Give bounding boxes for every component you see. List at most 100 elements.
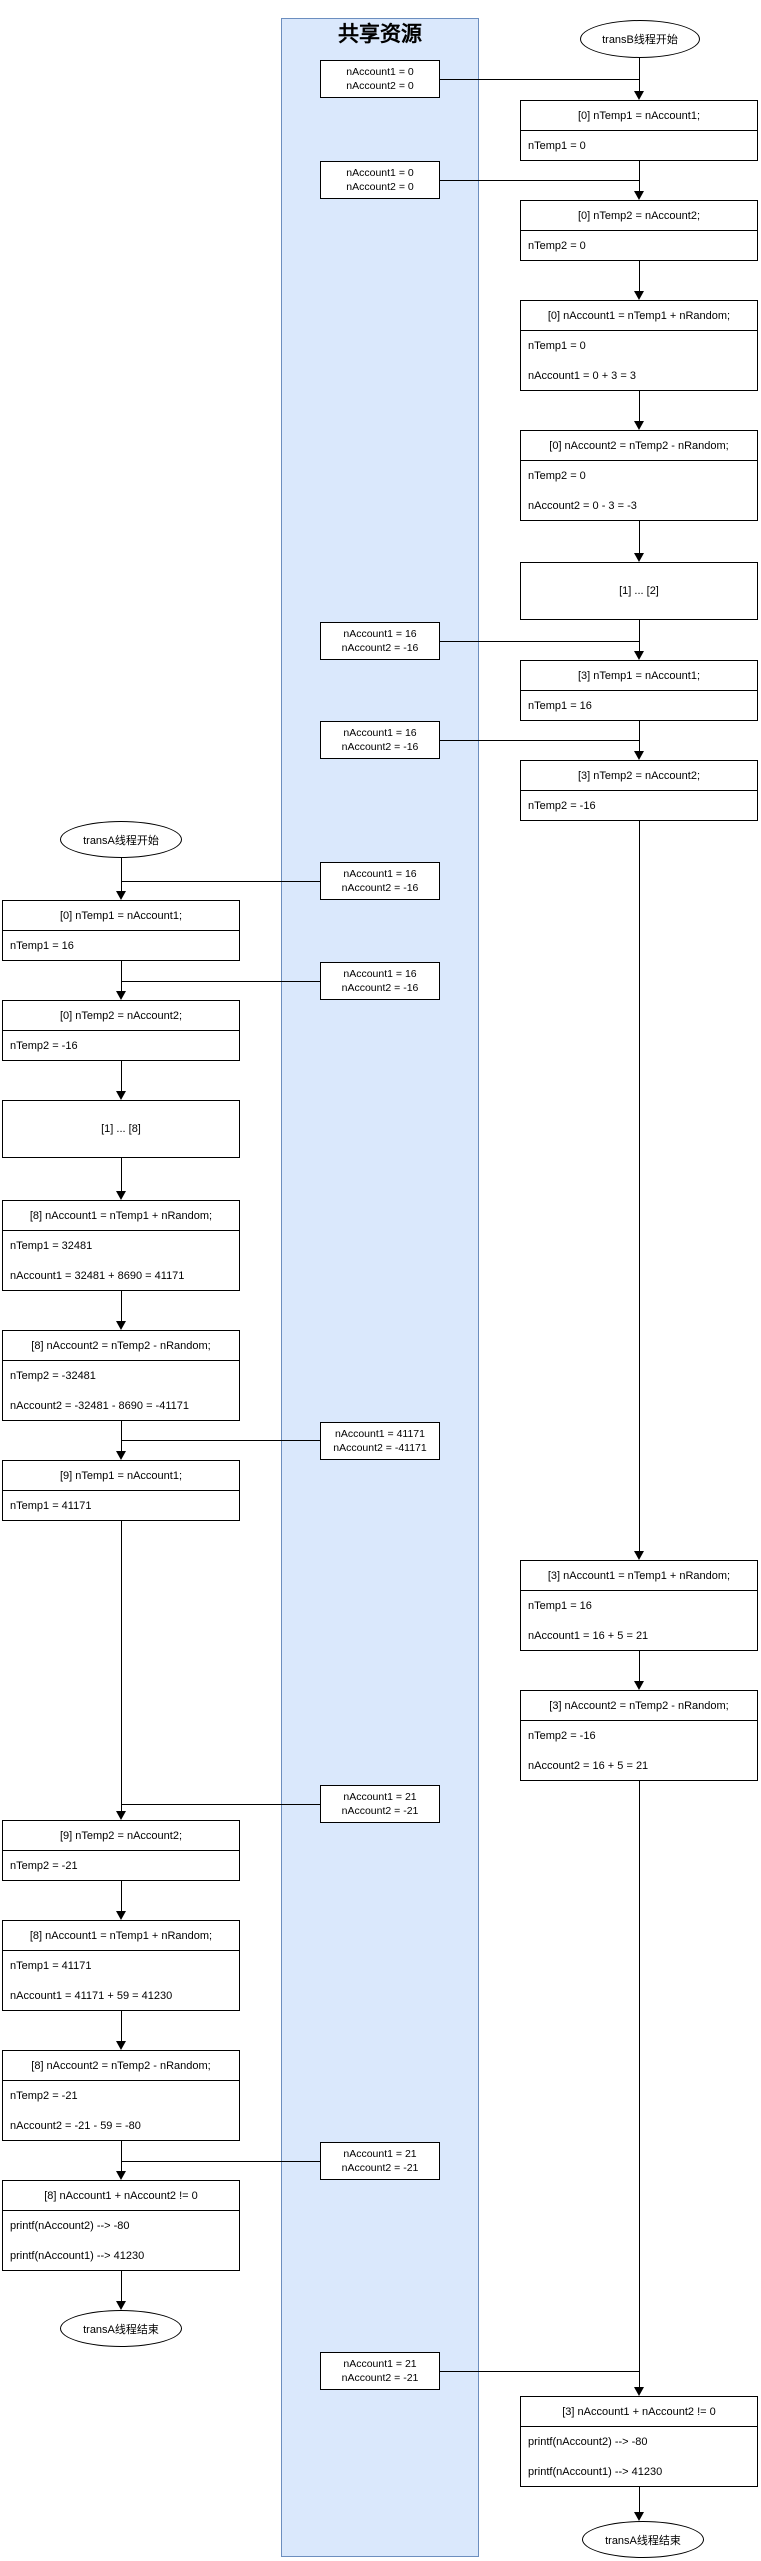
link-line <box>121 1440 320 1441</box>
step-title: [8] nAccount2 = nTemp2 - nRandom; <box>3 1331 239 1361</box>
step-value: nAccount1 = 41171 + 59 = 41230 <box>10 1990 173 2002</box>
flow-line <box>121 1158 122 1191</box>
flow-line <box>639 1651 640 1681</box>
link-line <box>440 641 640 642</box>
arrow-down-icon <box>116 2171 126 2180</box>
thread-b-step-5: [1] ... [2] <box>520 562 758 620</box>
thread-b-step-9: [3] nAccount2 = nTemp2 - nRandom; nTemp2… <box>520 1690 758 1781</box>
shared-snapshot-5: nAccount1 = 16 nAccount2 = -16 <box>320 862 440 900</box>
arrow-down-icon <box>116 1911 126 1920</box>
arrow-down-icon <box>634 191 644 200</box>
step-value: nAccount1 = 16 + 5 = 21 <box>528 1630 649 1642</box>
shared-snapshot-10: nAccount1 = 21 nAccount2 = -21 <box>320 2352 440 2390</box>
step-value: nAccount2 = 0 - 3 = -3 <box>528 500 637 512</box>
arrow-down-icon <box>116 891 126 900</box>
snapshot-line: nAccount1 = 41171 <box>334 1428 425 1440</box>
thread-a-step-6: [9] nTemp1 = nAccount1; nTemp1 = 41171 <box>2 1460 240 1521</box>
snapshot-line: nAccount2 = -16 <box>341 642 419 654</box>
step-value: nAccount2 = -21 - 59 = -80 <box>10 2120 141 2132</box>
step-value: nTemp2 = 0 <box>528 470 586 482</box>
arrow-down-icon <box>634 2387 644 2396</box>
flow-line <box>639 161 640 191</box>
arrow-down-icon <box>116 991 126 1000</box>
flow-line <box>639 261 640 291</box>
step-title: [0] nTemp1 = nAccount1; <box>521 101 757 131</box>
flow-line <box>639 58 640 91</box>
thread-b-step-6: [3] nTemp1 = nAccount1; nTemp1 = 16 <box>520 660 758 721</box>
flow-line <box>639 720 640 751</box>
step-title: [0] nAccount2 = nTemp2 - nRandom; <box>521 431 757 461</box>
step-value: nAccount2 = -32481 - 8690 = -41171 <box>10 1400 189 1412</box>
flow-line <box>121 960 122 991</box>
shared-snapshot-8: nAccount1 = 21 nAccount2 = -21 <box>320 1785 440 1823</box>
link-line <box>121 1804 320 1805</box>
shared-resource-region <box>281 18 479 2557</box>
arrow-down-icon <box>634 291 644 300</box>
step-title: [3] nAccount1 + nAccount2 != 0 <box>521 2397 757 2427</box>
flow-line <box>639 1781 640 2387</box>
step-value: nTemp1 = 16 <box>528 1600 592 1612</box>
arrow-down-icon <box>634 2512 644 2521</box>
link-line <box>121 881 320 882</box>
step-title: [3] nTemp2 = nAccount2; <box>521 761 757 791</box>
snapshot-line: nAccount1 = 16 <box>343 868 417 880</box>
thread-b-step-4: [0] nAccount2 = nTemp2 - nRandom; nTemp2… <box>520 430 758 521</box>
thread-a-step-10: [8] nAccount1 + nAccount2 != 0 printf(nA… <box>2 2180 240 2271</box>
flow-line <box>121 1880 122 1911</box>
arrow-down-icon <box>116 1811 126 1820</box>
step-value: printf(nAccount2) --> -80 <box>528 2436 648 2448</box>
thread-a-step-3: [1] ... [8] <box>2 1100 240 1158</box>
step-value: nTemp1 = 16 <box>10 940 74 952</box>
step-title: [3] nAccount1 = nTemp1 + nRandom; <box>521 1561 757 1591</box>
arrow-down-icon <box>116 1451 126 1460</box>
flow-line <box>639 521 640 553</box>
flow-line <box>639 620 640 651</box>
step-title: [0] nTemp2 = nAccount2; <box>521 201 757 231</box>
snapshot-line: nAccount1 = 21 <box>343 2148 417 2160</box>
step-title: [0] nAccount1 = nTemp1 + nRandom; <box>521 301 757 331</box>
shared-region-title: 共享资源 <box>338 23 422 46</box>
step-value: printf(nAccount2) --> -80 <box>10 2220 130 2232</box>
step-title: [3] nAccount2 = nTemp2 - nRandom; <box>521 1691 757 1721</box>
step-value: nTemp2 = -21 <box>10 2090 78 2102</box>
thread-a-step-7: [9] nTemp2 = nAccount2; nTemp2 = -21 <box>2 1820 240 1881</box>
step-title: [8] nAccount1 = nTemp1 + nRandom; <box>3 1921 239 1951</box>
thread-a-end-ellipse: transA线程结束 <box>60 2310 182 2347</box>
arrow-down-icon <box>634 1551 644 1560</box>
thread-b-step-3: [0] nAccount1 = nTemp1 + nRandom; nTemp1… <box>520 300 758 391</box>
step-value: nTemp2 = -21 <box>10 1860 78 1872</box>
arrow-down-icon <box>116 1321 126 1330</box>
step-title: [8] nAccount1 = nTemp1 + nRandom; <box>3 1201 239 1231</box>
arrow-down-icon <box>116 2041 126 2050</box>
step-value: nTemp1 = 32481 <box>10 1240 93 1252</box>
step-value: nAccount1 = 32481 + 8690 = 41171 <box>10 1270 185 1282</box>
flow-line <box>121 1421 122 1451</box>
step-value: nAccount1 = 0 + 3 = 3 <box>528 370 636 382</box>
step-value: nTemp1 = 41171 <box>10 1960 92 1972</box>
link-line <box>440 740 640 741</box>
snapshot-line: nAccount1 = 16 <box>343 628 417 640</box>
shared-snapshot-3: nAccount1 = 16 nAccount2 = -16 <box>320 622 440 660</box>
snapshot-line: nAccount1 = 21 <box>343 2358 417 2370</box>
step-value: nTemp1 = 0 <box>528 340 586 352</box>
thread-a-step-9: [8] nAccount2 = nTemp2 - nRandom; nTemp2… <box>2 2050 240 2141</box>
arrow-down-icon <box>634 751 644 760</box>
thread-a-step-5: [8] nAccount2 = nTemp2 - nRandom; nTemp2… <box>2 1330 240 1421</box>
step-title: [0] nTemp2 = nAccount2; <box>3 1001 239 1031</box>
link-line <box>440 79 640 80</box>
snapshot-line: nAccount2 = 0 <box>346 181 414 193</box>
snapshot-line: nAccount2 = -21 <box>341 2162 419 2174</box>
snapshot-line: nAccount1 = 0 <box>346 66 414 78</box>
flow-line <box>121 1520 122 1811</box>
thread-b-step-8: [3] nAccount1 = nTemp1 + nRandom; nTemp1… <box>520 1560 758 1651</box>
thread-a-step-4: [8] nAccount1 = nTemp1 + nRandom; nTemp1… <box>2 1200 240 1291</box>
snapshot-line: nAccount1 = 16 <box>343 968 417 980</box>
step-title: [3] nTemp1 = nAccount1; <box>521 661 757 691</box>
step-title: [9] nTemp1 = nAccount1; <box>3 1461 239 1491</box>
link-line <box>440 2371 640 2372</box>
step-value: nTemp1 = 0 <box>528 140 586 152</box>
link-line <box>121 2161 320 2162</box>
step-value: nTemp2 = -16 <box>528 800 596 812</box>
arrow-down-icon <box>116 2301 126 2310</box>
